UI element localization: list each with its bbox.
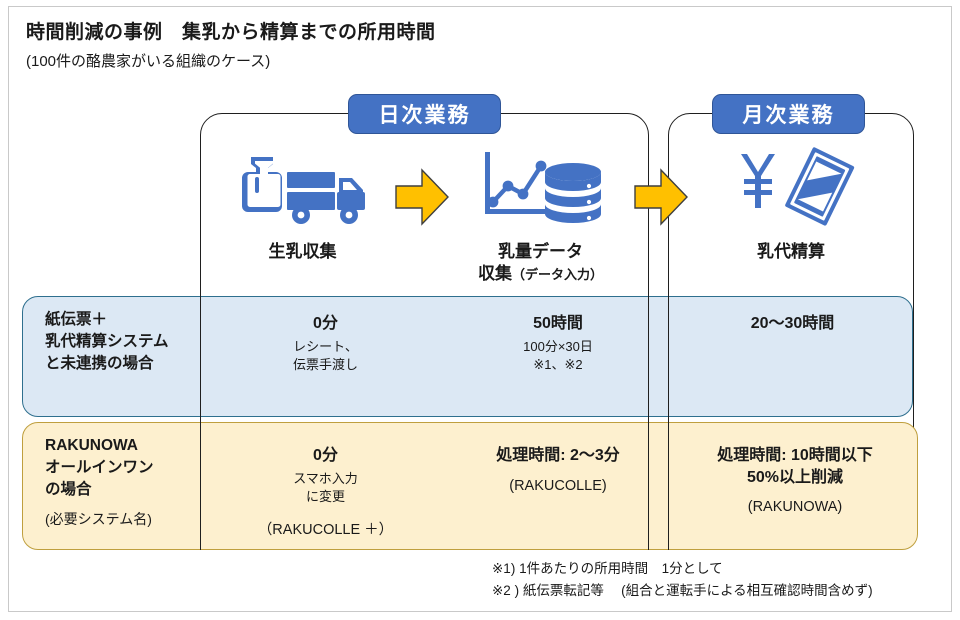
process-step-label-small: （データ入力） xyxy=(511,267,603,283)
comparison-row-rakunowa: RAKUNOWA オールインワン の場合 (必要システム名) 0分 スマホ入力 … xyxy=(22,422,918,550)
cell-system-name: (RAKUNOWA) xyxy=(747,499,843,516)
phase-divider-monthly-left xyxy=(668,296,670,550)
page-subtitle: (100件の酪農家がいる組織のケース) xyxy=(26,53,271,70)
arrow-step2-to-step3 xyxy=(633,166,689,228)
process-step-milk-collection: 生乳収集 xyxy=(210,145,395,263)
process-step-label: 生乳収集 xyxy=(268,242,337,261)
cell-system-name: （RAKUCOLLE ＋） xyxy=(257,522,394,539)
process-step-settlement: 乳代精算 xyxy=(678,145,904,263)
footnotes: ※1) 1件あたりの所用時間 1分として ※2 ) 紙伝票転記等 (組合と運転手… xyxy=(492,561,873,598)
cell-rakunowa-data-entry: 処理時間: 2〜3分 (RAKUCOLLE) xyxy=(443,423,673,549)
row-header-note: (必要システム名) xyxy=(45,511,152,527)
cell-system-name: (RAKUCOLLE) xyxy=(509,477,607,494)
yen-banknote-icon xyxy=(678,145,904,231)
cell-main-value: 処理時間: 2〜3分 xyxy=(496,447,620,464)
cell-main-value: 0分 xyxy=(313,315,338,332)
cell-legacy-settlement: 20〜30時間 xyxy=(673,297,912,416)
chart-database-icon xyxy=(443,145,638,231)
cell-main-value: 20〜30時間 xyxy=(750,315,835,332)
cell-sub-note: レシート、 伝票手渡し xyxy=(292,338,358,373)
row-header-title: RAKUNOWA オールインワン の場合 xyxy=(45,437,154,498)
cell-sub-note: 100分×30日 ※1、※2 xyxy=(523,338,593,373)
row-header-title: 紙伝票＋ 乳代精算システム と未連携の場合 xyxy=(45,311,169,372)
process-step-label: 乳量データ 収集（データ入力） xyxy=(477,242,603,284)
arrow-step1-to-step2 xyxy=(394,166,450,228)
phase-badge-monthly: 月次業務 xyxy=(712,94,865,134)
process-step-label: 乳代精算 xyxy=(757,242,825,261)
cell-rakunowa-settlement: 処理時間: 10時間以下 50%以上削減 (RAKUNOWA) xyxy=(673,423,917,549)
cell-main-value: 処理時間: 10時間以下 50%以上削減 xyxy=(717,447,873,486)
milk-truck-icon xyxy=(210,145,395,231)
process-step-milk-data: 乳量データ 収集（データ入力） xyxy=(443,145,638,286)
row-header-rakunowa: RAKUNOWA オールインワン の場合 (必要システム名) xyxy=(23,423,208,549)
cell-legacy-data-entry: 50時間 100分×30日 ※1、※2 xyxy=(443,297,673,416)
comparison-row-legacy: 紙伝票＋ 乳代精算システム と未連携の場合 0分 レシート、 伝票手渡し 50時… xyxy=(22,296,913,417)
cell-rakunowa-collection: 0分 スマホ入力 に変更 （RAKUCOLLE ＋） xyxy=(208,423,443,549)
cell-main-value: 0分 xyxy=(313,447,338,464)
page-title: 時間削減の事例 集乳から精算までの所用時間 xyxy=(26,22,436,43)
phase-divider-daily-right xyxy=(648,296,650,550)
phase-divider-left xyxy=(200,296,202,550)
phase-badge-daily: 日次業務 xyxy=(348,94,501,134)
cell-legacy-collection: 0分 レシート、 伝票手渡し xyxy=(208,297,443,416)
row-header-legacy: 紙伝票＋ 乳代精算システム と未連携の場合 xyxy=(23,297,208,416)
cell-main-value: 50時間 xyxy=(533,315,583,332)
cell-sub-note: スマホ入力 に変更 xyxy=(293,470,358,505)
